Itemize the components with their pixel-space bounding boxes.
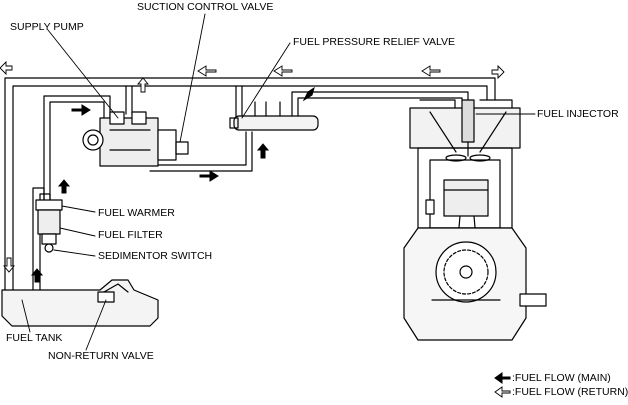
main-flow-arrows <box>30 86 315 283</box>
filled-arrow-icon <box>57 179 71 194</box>
outline-arrow-icon <box>421 65 441 77</box>
non-return-valve-label: NON-RETURN VALVE <box>48 350 154 362</box>
supply-pump <box>82 111 189 167</box>
filled-arrow-icon <box>302 86 315 102</box>
outline-arrow-icon <box>0 60 13 76</box>
suction-control-valve-label: SUCTION CONTROL VALVE <box>137 1 274 13</box>
leader-lines <box>21 13 536 351</box>
fuel-filter-assembly <box>35 199 63 253</box>
fuel-warmer-label: FUEL WARMER <box>98 207 175 219</box>
filled-arrow-icon <box>71 104 91 116</box>
filled-arrow-icon <box>494 372 511 384</box>
outline-arrow-icon <box>137 77 149 93</box>
fuel-filter-label: FUEL FILTER <box>98 229 163 241</box>
feed-pipe <box>32 95 111 301</box>
filled-arrow-icon <box>256 143 270 159</box>
legend-return-label: :FUEL FLOW (RETURN) <box>512 386 628 398</box>
common-rail <box>229 101 319 131</box>
outline-arrow-icon <box>494 386 511 398</box>
legend-icons <box>494 372 511 398</box>
high-pressure-pipe <box>149 131 253 172</box>
filled-arrow-icon <box>199 170 219 182</box>
outline-arrow-icon <box>273 65 293 77</box>
legend-main-label: :FUEL FLOW (MAIN) <box>512 372 611 384</box>
sedimentor-switch-label: SEDIMENTOR SWITCH <box>98 250 213 262</box>
fuel-injector-label: FUEL INJECTOR <box>537 108 619 120</box>
engine <box>403 99 547 341</box>
supply-pump-label: SUPPLY PUMP <box>10 21 84 33</box>
outline-arrow-icon <box>491 64 505 80</box>
filled-arrow-icon <box>30 268 44 283</box>
fuel-pressure-relief-valve-label: FUEL PRESSURE RELIEF VALVE <box>293 36 456 48</box>
fuel-tank <box>1 279 159 327</box>
fuel-tank-label: FUEL TANK <box>6 332 63 344</box>
return-pipe <box>4 77 496 301</box>
injector-pipe <box>291 91 469 117</box>
outline-arrow-icon <box>3 257 15 273</box>
return-flow-arrows <box>0 60 505 273</box>
outline-arrow-icon <box>197 65 217 77</box>
